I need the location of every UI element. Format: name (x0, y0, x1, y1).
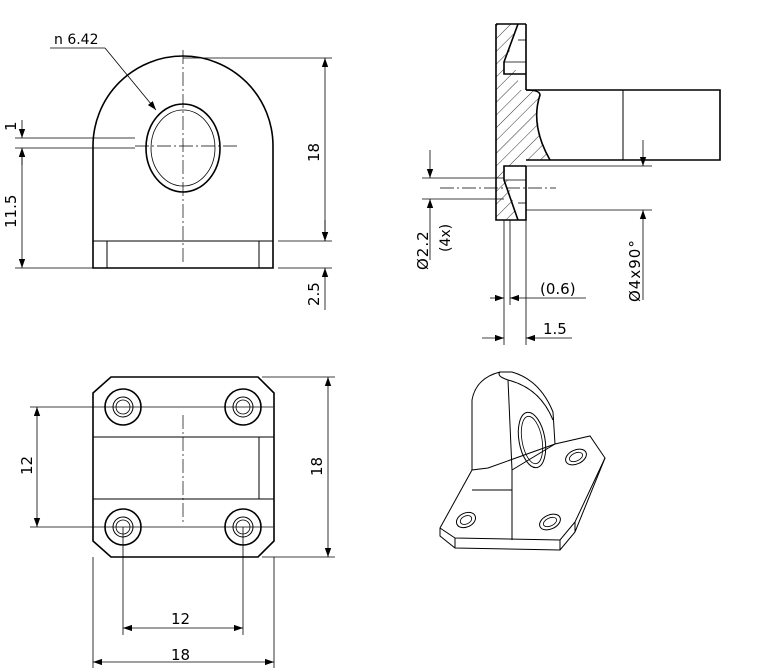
dim-hole-diameter-label: Ø2.2 (414, 230, 432, 270)
front-view: n 6.42 1 11.5 18 2.5 (2, 32, 332, 310)
dim-hole-spacing-v-label: 12 (18, 456, 36, 475)
hole-note-label: n 6.42 (54, 32, 99, 48)
top-view: 12 18 12 18 (18, 376, 335, 668)
dim-countersink-label: Ø4x90° (626, 239, 644, 302)
base-plate-outline (92, 376, 275, 558)
isometric-view (439, 371, 606, 551)
section-hatch (496, 24, 550, 220)
front-outline (92, 55, 274, 269)
dim-center-height-label: 11.5 (2, 195, 20, 228)
dim-base-label: 2.5 (305, 282, 323, 306)
dim-total-height-label: 18 (305, 143, 323, 162)
dim-overall-h-label: 18 (171, 646, 190, 664)
dim-overall-v-label: 18 (308, 457, 326, 476)
dim-depth-label: (0.6) (540, 280, 576, 298)
dim-hole-spacing-h-label: 12 (171, 610, 190, 628)
dim-thickness-label: 1.5 (543, 320, 567, 338)
dim-ring-label: 1 (2, 121, 20, 131)
section-view: Ø2.2 (4x) Ø4x90° (0.6) 1.5 (414, 23, 721, 345)
dim-hole-qty-label: (4x) (438, 224, 454, 252)
